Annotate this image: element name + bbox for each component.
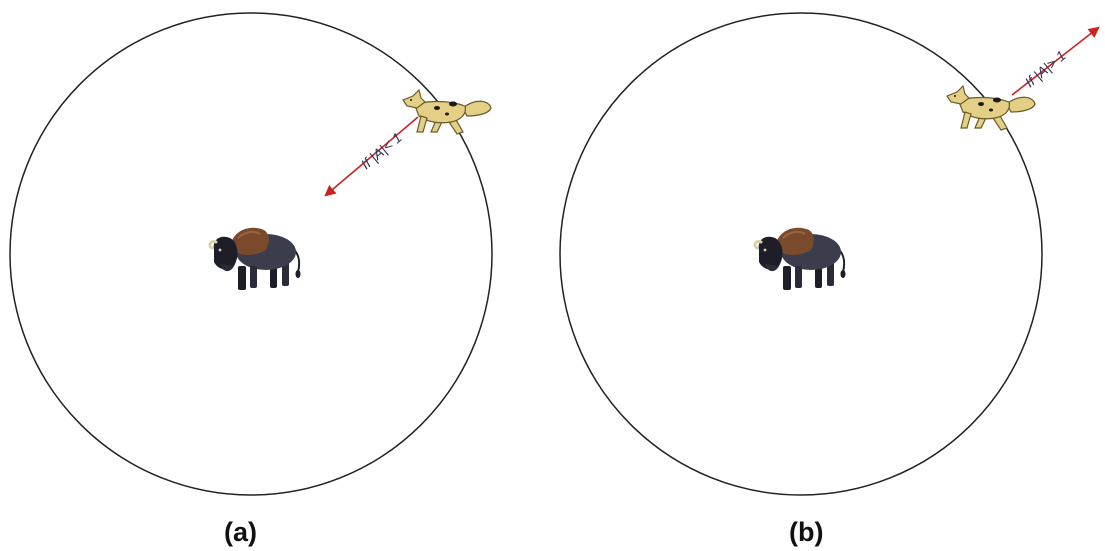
wolf-icon: [402, 89, 492, 135]
bison-icon: [753, 226, 847, 292]
panel-label-a: (a): [224, 517, 257, 547]
arrow-label: If |A|< 1: [358, 129, 405, 172]
panel-label-b: (b): [789, 517, 823, 547]
panel-b: If |A|> 1 (b): [559, 12, 1100, 547]
arrow-label: If |A|> 1: [1022, 47, 1069, 90]
wolf-icon: [946, 85, 1036, 131]
panel-a: If |A|< 1 (a): [9, 12, 493, 547]
explore-arrow: [1011, 26, 1100, 96]
attack-arrow: [324, 116, 419, 197]
bison-icon: [208, 226, 302, 292]
search-radius-circle: [559, 12, 1043, 496]
search-radius-circle: [9, 12, 493, 496]
